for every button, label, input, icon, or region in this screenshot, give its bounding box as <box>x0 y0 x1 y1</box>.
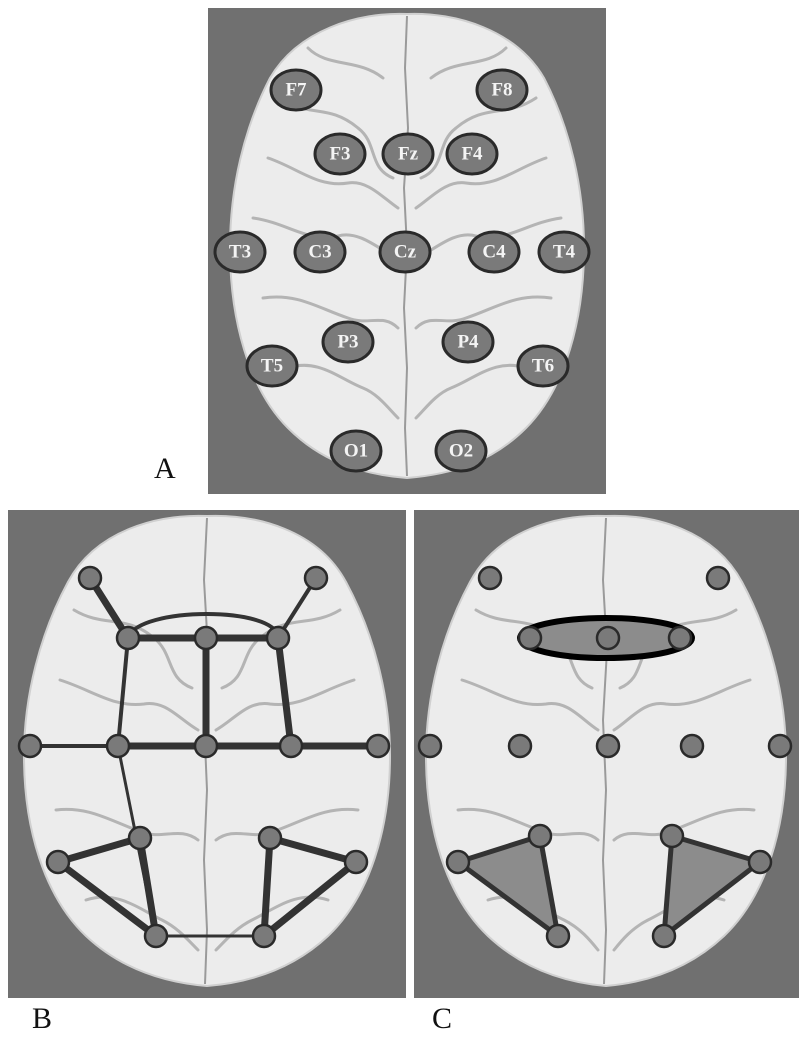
electrode-label-T6: T6 <box>532 356 554 377</box>
electrode-label-C4: C4 <box>482 242 506 263</box>
node-Fz <box>597 627 619 649</box>
node-C4 <box>280 735 302 757</box>
node-T4 <box>769 735 791 757</box>
node-C3 <box>107 735 129 757</box>
electrode-label-O1: O1 <box>344 441 368 462</box>
node-P4 <box>259 827 281 849</box>
node-F8 <box>707 567 729 589</box>
electrode-label-T5: T5 <box>261 356 283 377</box>
node-T4 <box>367 735 389 757</box>
panel-a-electrode-map: F7 F8 F3 Fz F4 T3 C3 Cz C4 T4 P3 P4 T5 T… <box>208 8 606 494</box>
node-O2 <box>253 925 275 947</box>
node-P3 <box>129 827 151 849</box>
electrode-label-Cz: Cz <box>394 242 417 263</box>
electrode-label-P3: P3 <box>337 332 358 353</box>
node-T5 <box>47 851 69 873</box>
node-P4 <box>661 825 683 847</box>
node-O2 <box>653 925 675 947</box>
electrode-label-O2: O2 <box>449 441 473 462</box>
node-Cz <box>597 735 619 757</box>
electrode-label-P4: P4 <box>457 332 479 353</box>
panel-c-region-graph <box>414 510 799 998</box>
node-O1 <box>145 925 167 947</box>
electrode-label-F4: F4 <box>461 144 483 165</box>
electrode-label-F7: F7 <box>285 80 307 101</box>
electrode-label-F8: F8 <box>491 80 512 101</box>
panel-a-svg: F7 F8 F3 Fz F4 T3 C3 Cz C4 T4 P3 P4 T5 T… <box>208 8 606 494</box>
electrode-label-T4: T4 <box>553 242 576 263</box>
electrode-label-Fz: Fz <box>398 144 419 165</box>
electrode-label-F3: F3 <box>329 144 350 165</box>
node-C3 <box>509 735 531 757</box>
node-T5 <box>447 851 469 873</box>
node-F8 <box>305 567 327 589</box>
node-F3 <box>117 627 139 649</box>
panel-label-b: B <box>32 1002 52 1036</box>
panel-b-connectivity-graph <box>8 510 406 998</box>
electrode-label-C3: C3 <box>308 242 331 263</box>
node-T6 <box>345 851 367 873</box>
node-F4 <box>267 627 289 649</box>
panel-c-svg <box>414 510 799 998</box>
node-O1 <box>547 925 569 947</box>
node-F3 <box>519 627 541 649</box>
panel-label-c: C <box>432 1002 452 1036</box>
panel-b-svg <box>8 510 406 998</box>
node-C4 <box>681 735 703 757</box>
node-F7 <box>79 567 101 589</box>
node-Cz <box>195 735 217 757</box>
node-F7 <box>479 567 501 589</box>
node-P3 <box>529 825 551 847</box>
node-Fz <box>195 627 217 649</box>
node-T6 <box>749 851 771 873</box>
node-T3 <box>19 735 41 757</box>
electrode-label-T3: T3 <box>229 242 251 263</box>
panel-label-a: A <box>154 452 176 486</box>
node-T3 <box>419 735 441 757</box>
node-F4 <box>669 627 691 649</box>
